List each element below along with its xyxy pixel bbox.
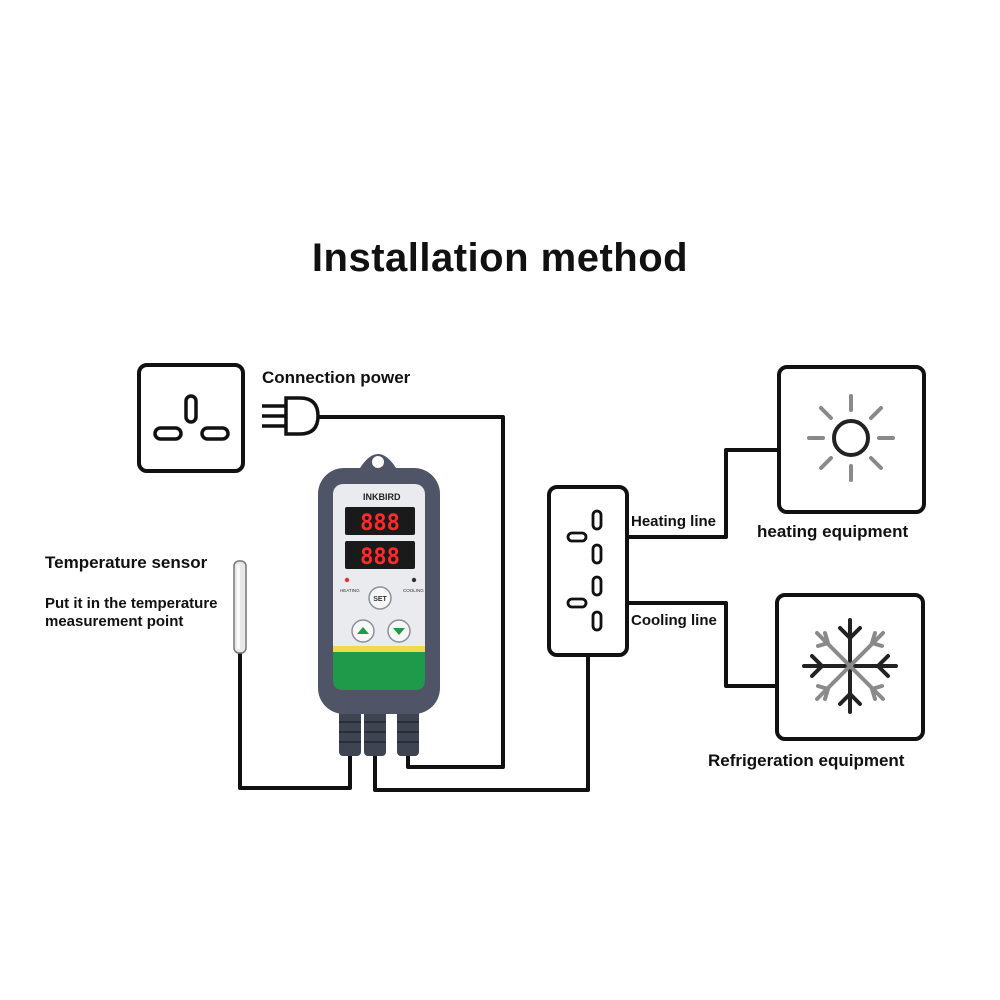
sensor-note-line1: Put it in the temperature xyxy=(45,595,218,612)
up-arrow-icon xyxy=(357,627,369,634)
wall-socket-icon xyxy=(137,363,245,473)
cooling-line-wire xyxy=(603,601,778,688)
output-wire xyxy=(373,654,590,792)
display-bottom: 888 xyxy=(360,545,400,570)
up-button[interactable] xyxy=(351,619,375,643)
down-button[interactable] xyxy=(387,619,411,643)
heating-equipment-box xyxy=(777,365,926,514)
cooling-led xyxy=(411,577,417,583)
probe-icon xyxy=(233,560,247,654)
cooling-indicator-label: COOLING xyxy=(403,588,424,593)
down-arrow-icon xyxy=(393,628,405,635)
sun-icon xyxy=(807,394,895,482)
temperature-sensor-label: Temperature sensor xyxy=(45,553,208,572)
plug-icon xyxy=(262,396,320,436)
page-title: Installation method xyxy=(311,236,689,280)
temperature-controller: INKBIRD 888 888 HEATING COOLING SET xyxy=(318,454,440,756)
heating-indicator-label: HEATING xyxy=(340,588,360,593)
heating-equipment-label: heating equipment xyxy=(757,522,909,541)
cooling-line-label: Cooling line xyxy=(631,612,717,629)
power-wire xyxy=(318,415,505,769)
wiring xyxy=(238,415,780,792)
heating-led xyxy=(344,577,350,583)
device-brand: INKBIRD xyxy=(363,492,401,502)
sensor-note-line2: measurement point xyxy=(45,613,184,630)
connection-power-label: Connection power xyxy=(262,368,411,387)
refrigeration-equipment-label: Refrigeration equipment xyxy=(708,751,905,770)
output-socket-strip xyxy=(547,485,629,657)
heating-line-wire xyxy=(603,448,780,539)
heating-line-label: Heating line xyxy=(631,513,717,530)
sensor-wire xyxy=(238,650,352,790)
set-button-label: SET xyxy=(373,596,387,603)
set-button[interactable] xyxy=(368,586,392,610)
refrigeration-equipment-box xyxy=(775,593,925,741)
snowflake-icon xyxy=(802,618,898,714)
display-top: 888 xyxy=(360,511,400,536)
